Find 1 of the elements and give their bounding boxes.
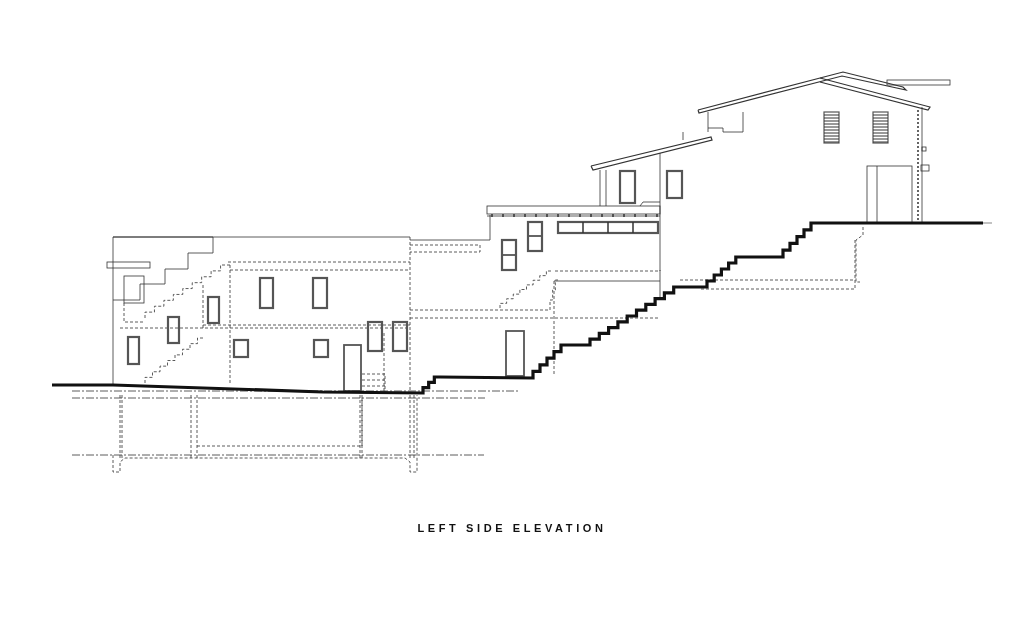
- drawing-title: LEFT SIDE ELEVATION: [417, 522, 607, 534]
